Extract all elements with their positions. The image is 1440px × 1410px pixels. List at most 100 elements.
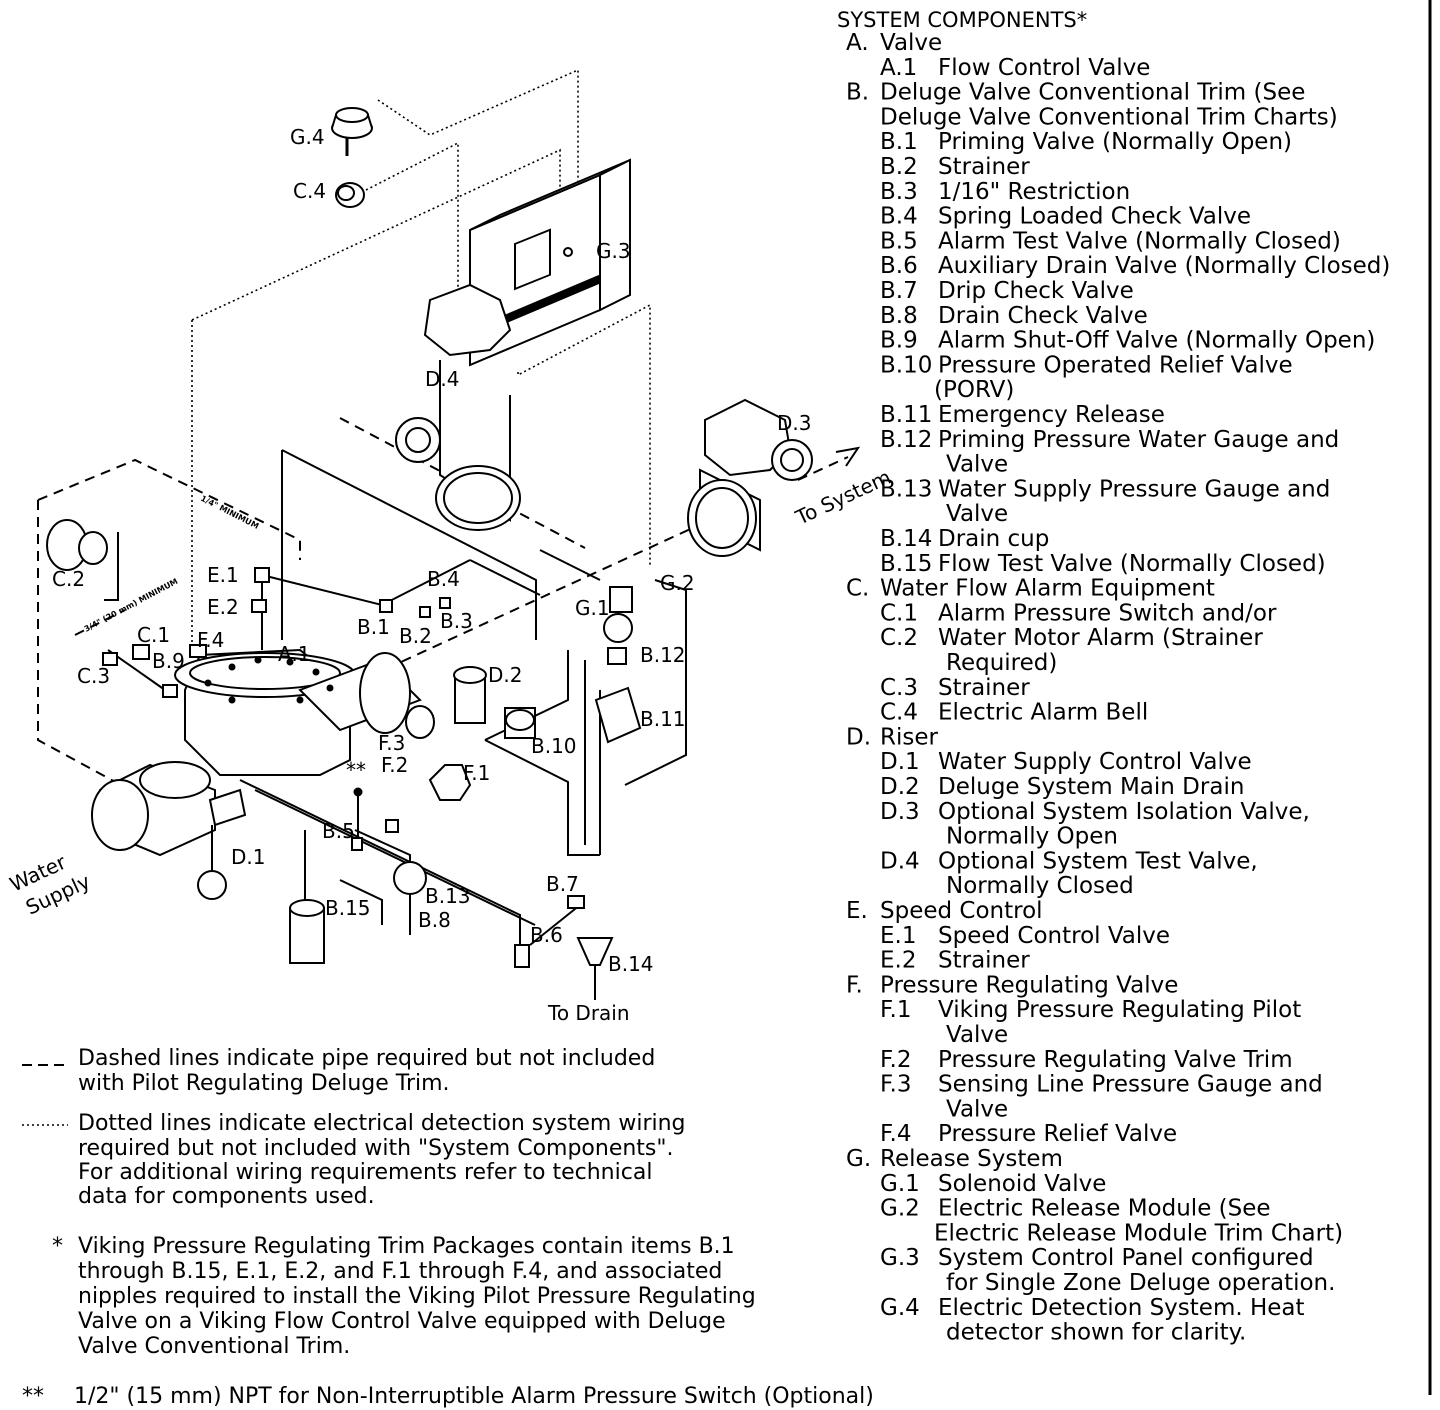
electrical-wiring — [191, 68, 651, 645]
diagram-labels: G.4 C.4 G.3 D.4 D.3 To System 1/4" MINIM… — [6, 125, 895, 1025]
label-G2: G.2 — [660, 571, 695, 595]
label-G3: G.3 — [596, 239, 631, 263]
component-code: A.1 — [880, 55, 917, 81]
component-code: B.3 — [880, 179, 918, 205]
component-code: B.1 — [880, 129, 918, 155]
label-to-drain: To Drain — [547, 1001, 630, 1025]
note-star-mark: * — [52, 1234, 63, 1259]
component-code: F. — [846, 972, 863, 998]
component-code: D.3 — [880, 799, 920, 825]
component-code: A. — [846, 30, 869, 56]
component-text: Flow Test Valve (Normally Closed) — [938, 551, 1326, 577]
component-code: E.1 — [880, 923, 916, 949]
component-text: Electric Release Module (See — [938, 1196, 1271, 1222]
component-code: C.2 — [880, 625, 918, 651]
component-code: F.2 — [880, 1047, 911, 1073]
component-text: Speed Control Valve — [938, 923, 1170, 949]
alarm-bell-drawing — [335, 182, 365, 208]
label-double-star: ** — [346, 758, 366, 782]
label-B14: B.14 — [608, 952, 654, 976]
label-C1: C.1 — [137, 623, 170, 647]
note-dashed-2: with Pilot Regulating Deluge Trim. — [78, 1071, 450, 1096]
water-motor-alarm-drawing — [46, 519, 119, 601]
component-text: Strainer — [938, 154, 1030, 180]
notes: Dashed lines indicate pipe required but … — [22, 1046, 874, 1409]
note-double-star: 1/2" (15 mm) NPT for Non-Interruptible A… — [74, 1384, 874, 1409]
component-code: C.1 — [880, 600, 918, 626]
component-text: Priming Valve (Normally Open) — [938, 129, 1292, 155]
label-D1: D.1 — [231, 845, 265, 869]
component-code: C. — [846, 576, 869, 602]
component-code: B. — [846, 80, 869, 106]
component-text: Pressure Regulating Valve Trim — [938, 1047, 1293, 1073]
component-text: Electric Alarm Bell — [938, 700, 1148, 726]
component-text: Electric Release Module Trim Chart) — [934, 1220, 1343, 1246]
component-code: B.10 — [880, 352, 932, 378]
component-code: B.6 — [880, 253, 918, 279]
label-F3: F.3 — [378, 731, 405, 755]
note-dotted-2: required but not included with "System C… — [78, 1136, 674, 1161]
component-code: C.4 — [880, 700, 918, 726]
component-text: Release System — [880, 1146, 1063, 1172]
component-code: G.3 — [880, 1245, 920, 1271]
label-B3: B.3 — [440, 609, 473, 633]
component-text: Valve — [946, 1022, 1008, 1048]
component-text: Priming Pressure Water Gauge and — [938, 427, 1339, 453]
label-B7: B.7 — [546, 872, 579, 896]
label-B12: B.12 — [640, 643, 686, 667]
label-B1: B.1 — [357, 615, 390, 639]
component-text: Valve — [946, 452, 1008, 478]
isolation-valve-drawing — [687, 398, 813, 557]
component-code: D.1 — [880, 749, 920, 775]
label-E1: E.1 — [207, 563, 239, 587]
note-star-4: Valve on a Viking Flow Control Valve equ… — [78, 1309, 726, 1334]
component-code: B.14 — [880, 526, 932, 552]
component-text: Sensing Line Pressure Gauge and — [938, 1072, 1323, 1098]
label-F1: F.1 — [463, 761, 490, 785]
label-min-quarter: 1/4" MINIMUM — [199, 494, 260, 531]
component-text: Auxiliary Drain Valve (Normally Closed) — [938, 253, 1390, 279]
component-text: Valve — [946, 1096, 1008, 1122]
component-code: B.12 — [880, 427, 932, 453]
component-code: B.13 — [880, 476, 932, 502]
component-text: System Control Panel configured — [938, 1245, 1314, 1271]
label-B9: B.9 — [152, 649, 185, 673]
component-text: Drain Check Valve — [938, 303, 1148, 329]
component-text: Strainer — [938, 675, 1030, 701]
note-star-2: through B.15, E.1, E.2, and F.1 through … — [78, 1259, 722, 1284]
note-dotted-1: Dotted lines indicate electrical detecti… — [78, 1111, 686, 1136]
note-dashed-1: Dashed lines indicate pipe required but … — [78, 1046, 655, 1071]
component-text: Valve — [946, 501, 1008, 527]
component-text: Normally Closed — [946, 873, 1134, 899]
component-text: Pressure Regulating Valve — [880, 972, 1178, 998]
component-text: Riser — [880, 724, 939, 750]
label-B2: B.2 — [399, 624, 432, 648]
component-text: Alarm Pressure Switch and/or — [938, 600, 1277, 626]
component-code: E.2 — [880, 948, 916, 974]
component-text: Drain cup — [938, 526, 1049, 552]
test-valve-drawing — [395, 283, 521, 531]
component-text: Pressure Relief Valve — [938, 1121, 1177, 1147]
label-B13: B.13 — [425, 884, 471, 908]
component-text: Drip Check Valve — [938, 278, 1134, 304]
label-B10: B.10 — [531, 734, 577, 758]
component-code: G. — [846, 1146, 871, 1172]
label-B4: B.4 — [427, 567, 460, 591]
label-D3: D.3 — [777, 411, 811, 435]
component-code: F.1 — [880, 997, 911, 1023]
note-dotted-4: data for components used. — [78, 1184, 375, 1209]
label-C4: C.4 — [293, 179, 326, 203]
components-title: SYSTEM COMPONENTS* — [837, 8, 1087, 32]
component-text: Alarm Shut-Off Valve (Normally Open) — [938, 328, 1375, 354]
component-text: Optional System Test Valve, — [938, 848, 1258, 874]
label-B6: B.6 — [530, 923, 563, 947]
label-G4: G.4 — [290, 125, 325, 149]
component-code: G.1 — [880, 1171, 920, 1197]
component-text: Pressure Operated Relief Valve — [938, 352, 1293, 378]
component-text: Deluge Valve Conventional Trim (See — [880, 80, 1305, 106]
supply-control-valve-drawing — [91, 761, 247, 900]
component-code: B.11 — [880, 402, 932, 428]
component-text: Water Motor Alarm (Strainer — [938, 625, 1263, 651]
component-text: Water Supply Control Valve — [938, 749, 1252, 775]
